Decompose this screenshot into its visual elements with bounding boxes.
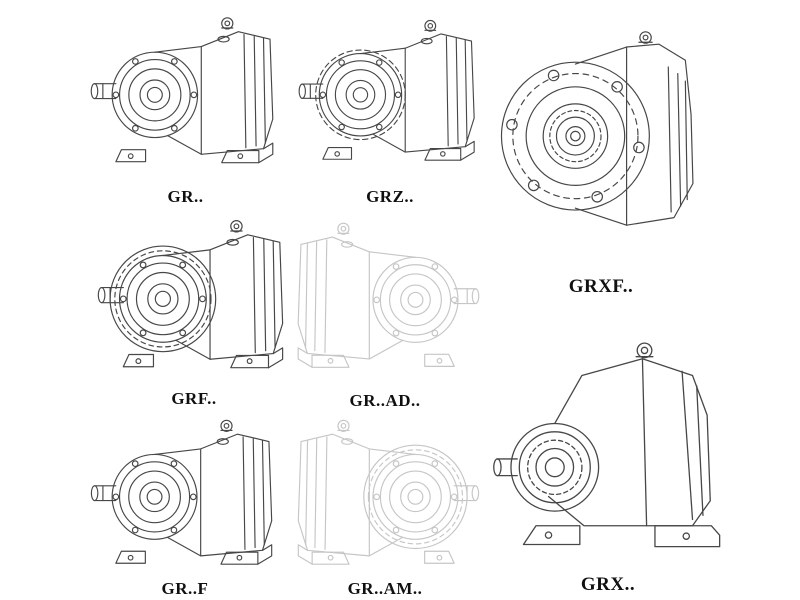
product-label-grz: GRZ.. — [366, 187, 414, 206]
product-label-gr-am: GR..AM.. — [347, 579, 423, 598]
grz-gearbox-illustration — [296, 0, 484, 186]
product-cell-gr: GR.. — [88, 0, 283, 208]
product-label-gr-ad: GR..AD.. — [349, 391, 421, 410]
product-cell-grz: GRZ.. — [296, 0, 484, 208]
product-label-grx: GRX.. — [580, 574, 636, 595]
product-cell-grxf: GRXF.. — [492, 0, 710, 298]
product-cell-gr-am: GR..AM.. — [288, 412, 482, 600]
product-cell-grx: GRX.. — [488, 298, 728, 596]
gr-gearbox-illustration — [88, 0, 283, 186]
gr-am-gearbox-illustration — [288, 412, 482, 578]
grxf-gearbox-illustration — [492, 0, 710, 276]
product-cell-grf: GRF.. — [95, 206, 293, 410]
gr-f-gearbox-illustration — [88, 412, 282, 578]
product-cell-gr-f: GR..F — [88, 412, 282, 600]
gr-ad-gearbox-illustration — [288, 206, 482, 390]
product-label-gr-f: GR..F — [161, 579, 209, 598]
product-label-grxf: GRXF.. — [568, 276, 634, 297]
product-label-gr: GR.. — [167, 187, 204, 206]
grx-gearbox-illustration — [488, 298, 728, 574]
product-label-grf: GRF.. — [171, 389, 217, 408]
product-cell-gr-ad: GR..AD.. — [288, 206, 482, 412]
grf-gearbox-illustration — [95, 206, 293, 388]
